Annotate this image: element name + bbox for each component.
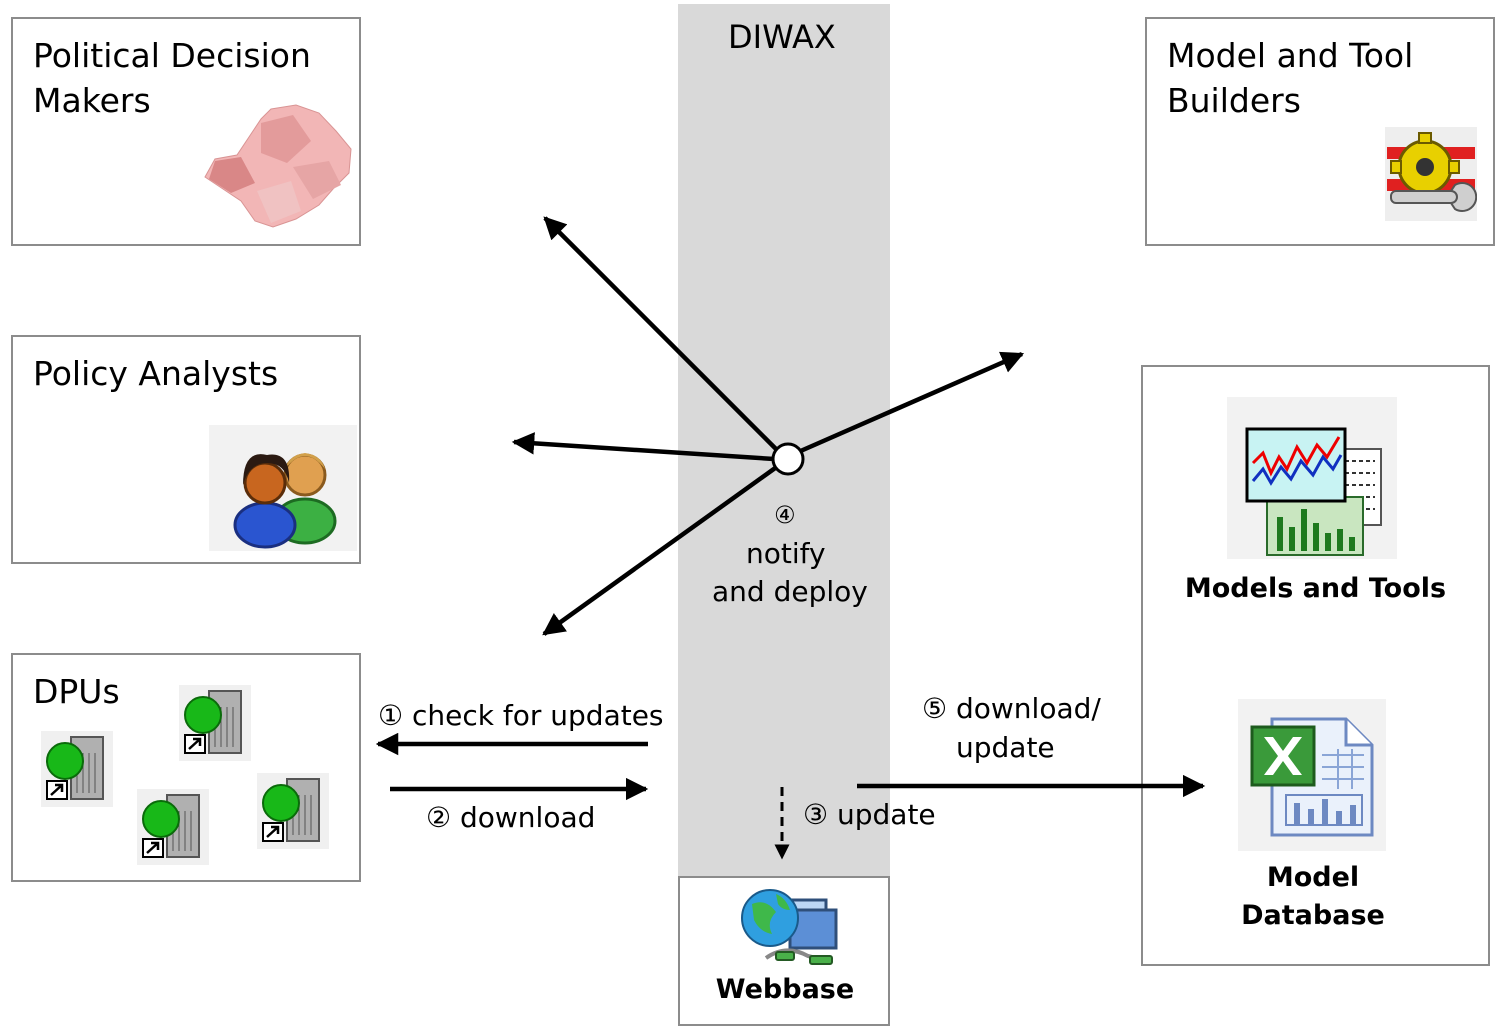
notify-hub-node xyxy=(771,442,805,476)
chart-icon xyxy=(1227,397,1397,559)
dpu-computer-icon xyxy=(179,685,251,761)
lesotho-map-icon xyxy=(204,104,352,228)
dpus-box: DPUs xyxy=(11,653,361,882)
model-database-label-1: Model Database xyxy=(1241,862,1385,931)
users-icon xyxy=(209,425,357,551)
model-tool-builders-title: Model and Tool Builders xyxy=(1167,36,1414,120)
diwax-label: DIWAX xyxy=(728,18,836,56)
policy-analysts-box: Policy Analysts xyxy=(11,335,361,564)
notify-arrow-dpus xyxy=(542,464,780,636)
notify-arrow-builders xyxy=(795,351,1025,456)
webbase-label: Webbase xyxy=(715,974,855,1005)
dpu-computer-icon xyxy=(137,789,209,865)
excel-file-icon xyxy=(1238,699,1386,851)
notify-arrow-analysts xyxy=(511,432,775,462)
models-tools-label: Models and Tools xyxy=(1184,573,1447,604)
globe-network-icon xyxy=(741,889,838,965)
notify-label-line1: notify xyxy=(746,537,826,570)
policy-analysts-title: Policy Analysts xyxy=(33,354,279,393)
repository-box: Models and Tools Model Database xyxy=(1141,365,1490,966)
dpu-computer-icon xyxy=(41,731,113,807)
download-update-label-line2: update xyxy=(956,731,1055,764)
notify-number-label: ④ xyxy=(774,501,796,529)
model-tool-builders-box: Model and Tool Builders xyxy=(1145,17,1495,246)
political-decision-makers-box: Political Decision Makers xyxy=(11,17,361,246)
dpu-computer-icon xyxy=(257,773,329,849)
notify-label-line2: and deploy xyxy=(712,575,868,608)
download-label: ② download xyxy=(426,801,596,834)
check-updates-label: ① check for updates xyxy=(378,699,664,732)
political-decision-makers-title: Political Decision Makers xyxy=(33,36,311,120)
notify-arrow-political xyxy=(543,216,782,455)
update-label: ③ update xyxy=(803,798,936,831)
gear-wrench-icon xyxy=(1385,127,1477,221)
download-update-label-line1: ⑤ download/ xyxy=(922,692,1101,725)
dpus-title: DPUs xyxy=(33,672,120,711)
webbase-box: Webbase xyxy=(678,876,890,1026)
